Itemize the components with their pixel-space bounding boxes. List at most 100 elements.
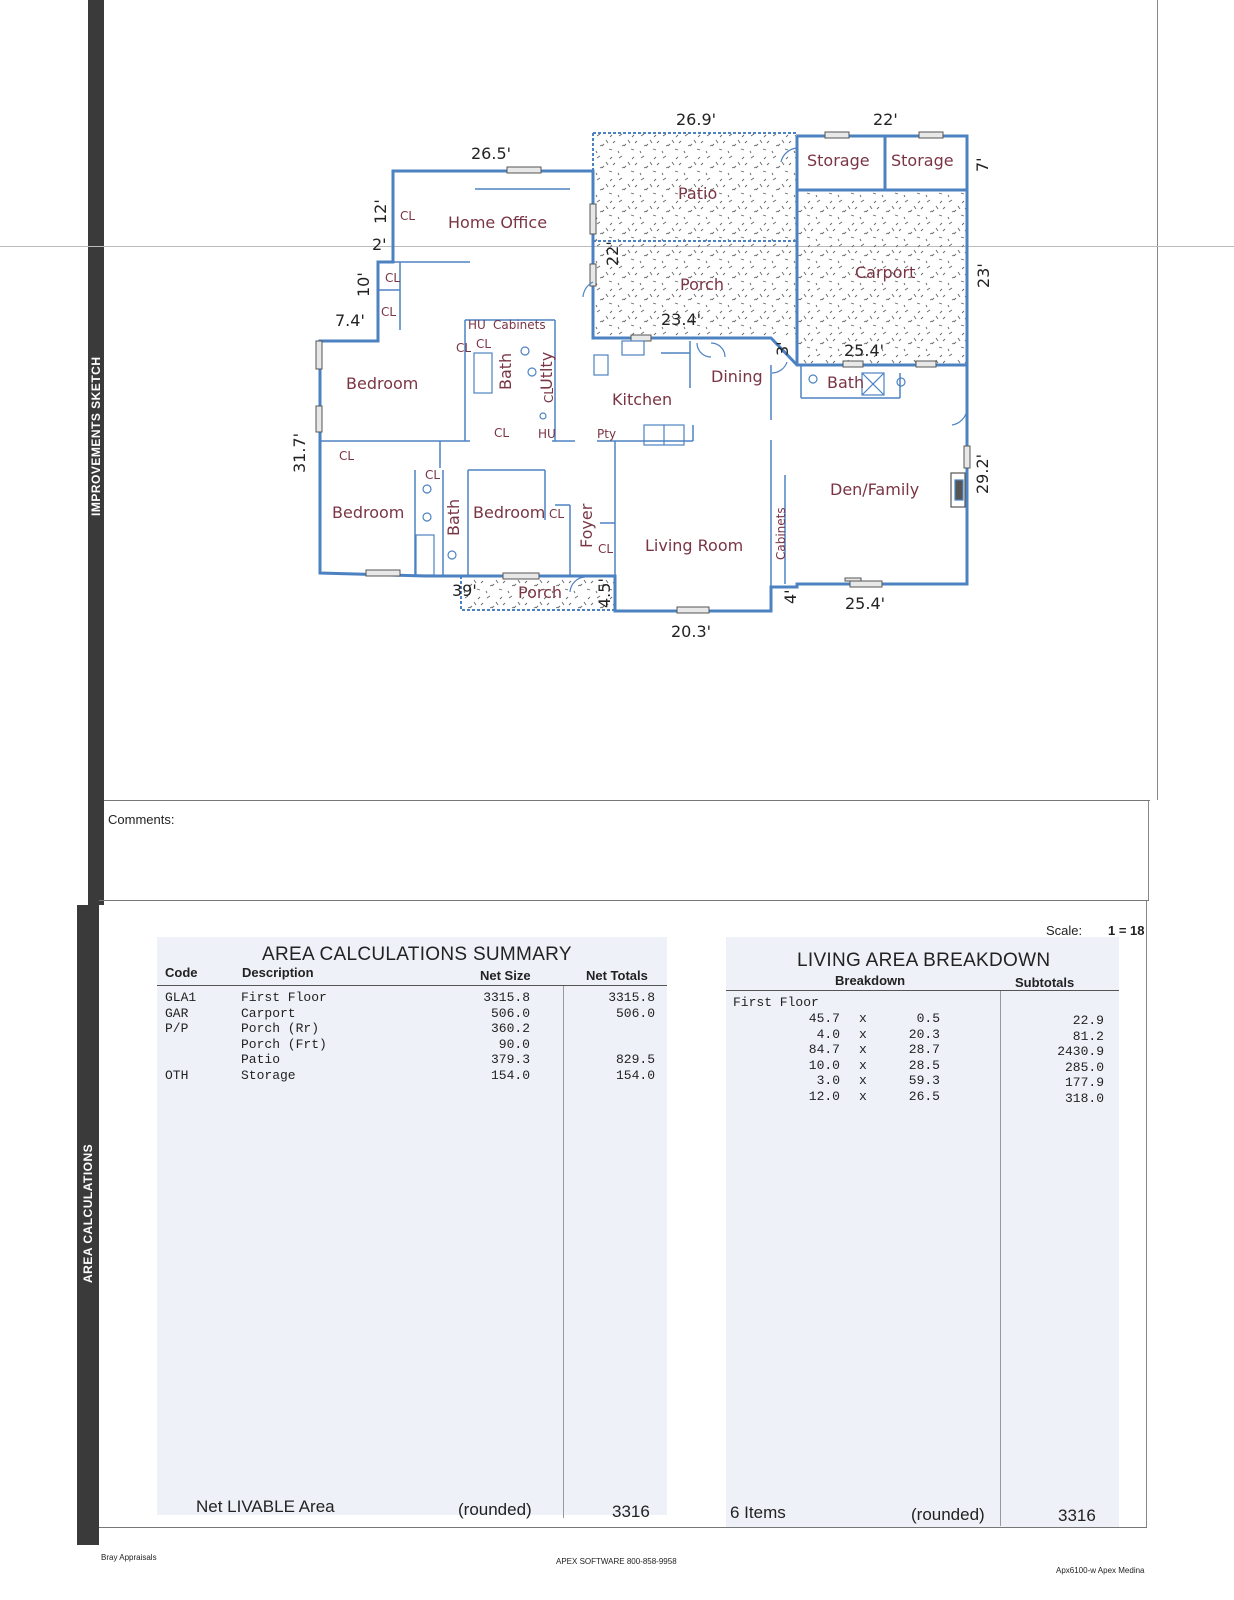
breakdown-b: 26.5 bbox=[908, 1088, 940, 1104]
dimension: 31.7' bbox=[290, 433, 309, 473]
patio-outline bbox=[592, 132, 797, 242]
room-porch-rear: Porch bbox=[680, 275, 724, 294]
label-closet: CL bbox=[476, 337, 491, 351]
comments-right-border bbox=[1148, 800, 1149, 900]
breakdown-b: 20.3 bbox=[908, 1026, 940, 1042]
calc-bottom-divider bbox=[99, 1527, 1147, 1528]
breakdown-x: x bbox=[859, 1088, 867, 1104]
carport-fill bbox=[797, 192, 967, 365]
summary-column-divider bbox=[563, 985, 564, 1518]
room-bath-3: Bath bbox=[444, 499, 463, 536]
label-closet: CL bbox=[598, 542, 613, 556]
row-net-size: 379.3 bbox=[490, 1052, 530, 1067]
row-net-total: 154.0 bbox=[615, 1067, 655, 1083]
breakdown-subtotal: 318.0 bbox=[1064, 1090, 1104, 1106]
row-description: Porch (Rr) bbox=[241, 1021, 320, 1036]
dimension: 25.4' bbox=[845, 594, 885, 613]
label-closet: CL bbox=[494, 426, 509, 440]
comments-label: Comments: bbox=[108, 812, 175, 827]
breakdown-subtotal: 22.9 bbox=[1072, 1013, 1104, 1028]
row-net-total: 3315.8 bbox=[608, 990, 655, 1005]
room-home-office: Home Office bbox=[448, 213, 547, 232]
dimension: 2' bbox=[372, 235, 387, 254]
summary-header-net-size: Net Size bbox=[480, 968, 531, 983]
net-livable-rounded: (rounded) bbox=[458, 1500, 532, 1519]
net-livable-label: Net LIVABLE Area bbox=[196, 1497, 335, 1516]
label-closet: CL bbox=[385, 271, 400, 285]
room-kitchen: Kitchen bbox=[612, 390, 672, 409]
row-code: GAR bbox=[165, 1005, 189, 1021]
sketch-bottom-divider bbox=[104, 800, 1150, 801]
label-cabinets: Cabinets bbox=[493, 318, 546, 332]
breakdown-a: 84.7 bbox=[808, 1042, 840, 1057]
row-code: P/P bbox=[165, 1021, 189, 1036]
front-porch-outline bbox=[460, 576, 615, 611]
breakdown-header: Breakdown bbox=[835, 973, 906, 988]
room-den-family: Den/Family bbox=[830, 480, 919, 499]
area-summary-title: AREA CALCULATIONS SUMMARY bbox=[262, 944, 572, 965]
room-foyer: Foyer bbox=[577, 503, 596, 548]
fixtures bbox=[415, 147, 968, 593]
room-bedroom-1: Bedroom bbox=[346, 374, 418, 393]
label-cabinets-vertical: Cabinets bbox=[774, 507, 788, 560]
row-net-size: 154.0 bbox=[490, 1067, 530, 1083]
dimension: 26.5' bbox=[471, 144, 511, 163]
page-right-border bbox=[1157, 0, 1158, 800]
label-closet: CL bbox=[425, 468, 440, 482]
dimension: 4' bbox=[781, 589, 800, 604]
row-code: OTH bbox=[165, 1067, 189, 1083]
summary-header-rule bbox=[157, 985, 667, 986]
area-summary-panel bbox=[157, 937, 667, 1515]
dimension: 22' bbox=[873, 110, 898, 129]
breakdown-subtotal: 285.0 bbox=[1064, 1059, 1104, 1075]
summary-header-description: Description bbox=[242, 965, 314, 980]
label-pantry: Pty bbox=[597, 427, 616, 441]
floor-plan: Home Office Patio Storage Storage Porch … bbox=[290, 110, 993, 641]
calc-right-border bbox=[1146, 900, 1147, 1528]
row-net-size: 90.0 bbox=[498, 1036, 530, 1052]
scale-value: 1 = 18 bbox=[1108, 923, 1145, 938]
breakdown-subtotal: 177.9 bbox=[1064, 1075, 1104, 1090]
room-bath-1: Bath bbox=[496, 353, 515, 390]
row-net-size: 506.0 bbox=[490, 1005, 530, 1021]
dimension: 7' bbox=[973, 157, 992, 172]
living-breakdown-title: LIVING AREA BREAKDOWN bbox=[797, 950, 1051, 971]
subtotals-header: Subtotals bbox=[1015, 975, 1075, 990]
label-closet: CL bbox=[339, 449, 354, 463]
label-hu-1: HU bbox=[468, 318, 486, 332]
breakdown-column-divider bbox=[1000, 990, 1001, 1526]
net-livable-value: 3316 bbox=[612, 1502, 650, 1521]
row-net-size: 360.2 bbox=[490, 1021, 530, 1036]
breakdown-x: x bbox=[859, 1042, 867, 1057]
breakdown-a: 12.0 bbox=[808, 1088, 840, 1104]
room-storage-2: Storage bbox=[891, 151, 954, 170]
breakdown-x: x bbox=[859, 1026, 867, 1042]
patio-fill bbox=[593, 133, 797, 241]
dimension: 7.4' bbox=[335, 311, 365, 330]
label-closet: CL bbox=[549, 507, 564, 521]
room-bedroom-3: Bedroom bbox=[473, 503, 545, 522]
footer-company: Bray Appraisals bbox=[101, 1553, 157, 1562]
dimension: 12' bbox=[371, 199, 390, 224]
label-hu-2: HU bbox=[538, 427, 556, 441]
label-closet: CL bbox=[542, 388, 556, 403]
row-description: Carport bbox=[241, 1005, 296, 1021]
dimension: 39' bbox=[452, 581, 477, 600]
sidebar-label-calculations: AREA CALCULATIONS bbox=[81, 1143, 95, 1283]
windows bbox=[315, 131, 971, 614]
living-breakdown-panel bbox=[726, 937, 1119, 1527]
room-storage-1: Storage bbox=[807, 151, 870, 170]
rear-porch-fill bbox=[593, 241, 797, 338]
label-closet: CL bbox=[456, 341, 471, 355]
dimension: 23' bbox=[974, 263, 993, 288]
breakdown-a: 10.0 bbox=[808, 1057, 840, 1073]
room-bedroom-2: Bedroom bbox=[332, 503, 404, 522]
breakdown-rounded: (rounded) bbox=[911, 1505, 985, 1524]
breakdown-a: 4.0 bbox=[816, 1026, 840, 1042]
room-dining: Dining bbox=[711, 367, 763, 386]
breakdown-a: 45.7 bbox=[808, 1011, 840, 1026]
dimension: 20.3' bbox=[671, 622, 711, 641]
summary-header-net-totals: Net Totals bbox=[586, 968, 648, 983]
storage-carport-wall bbox=[795, 134, 969, 365]
calc-sidebar bbox=[77, 905, 99, 1545]
